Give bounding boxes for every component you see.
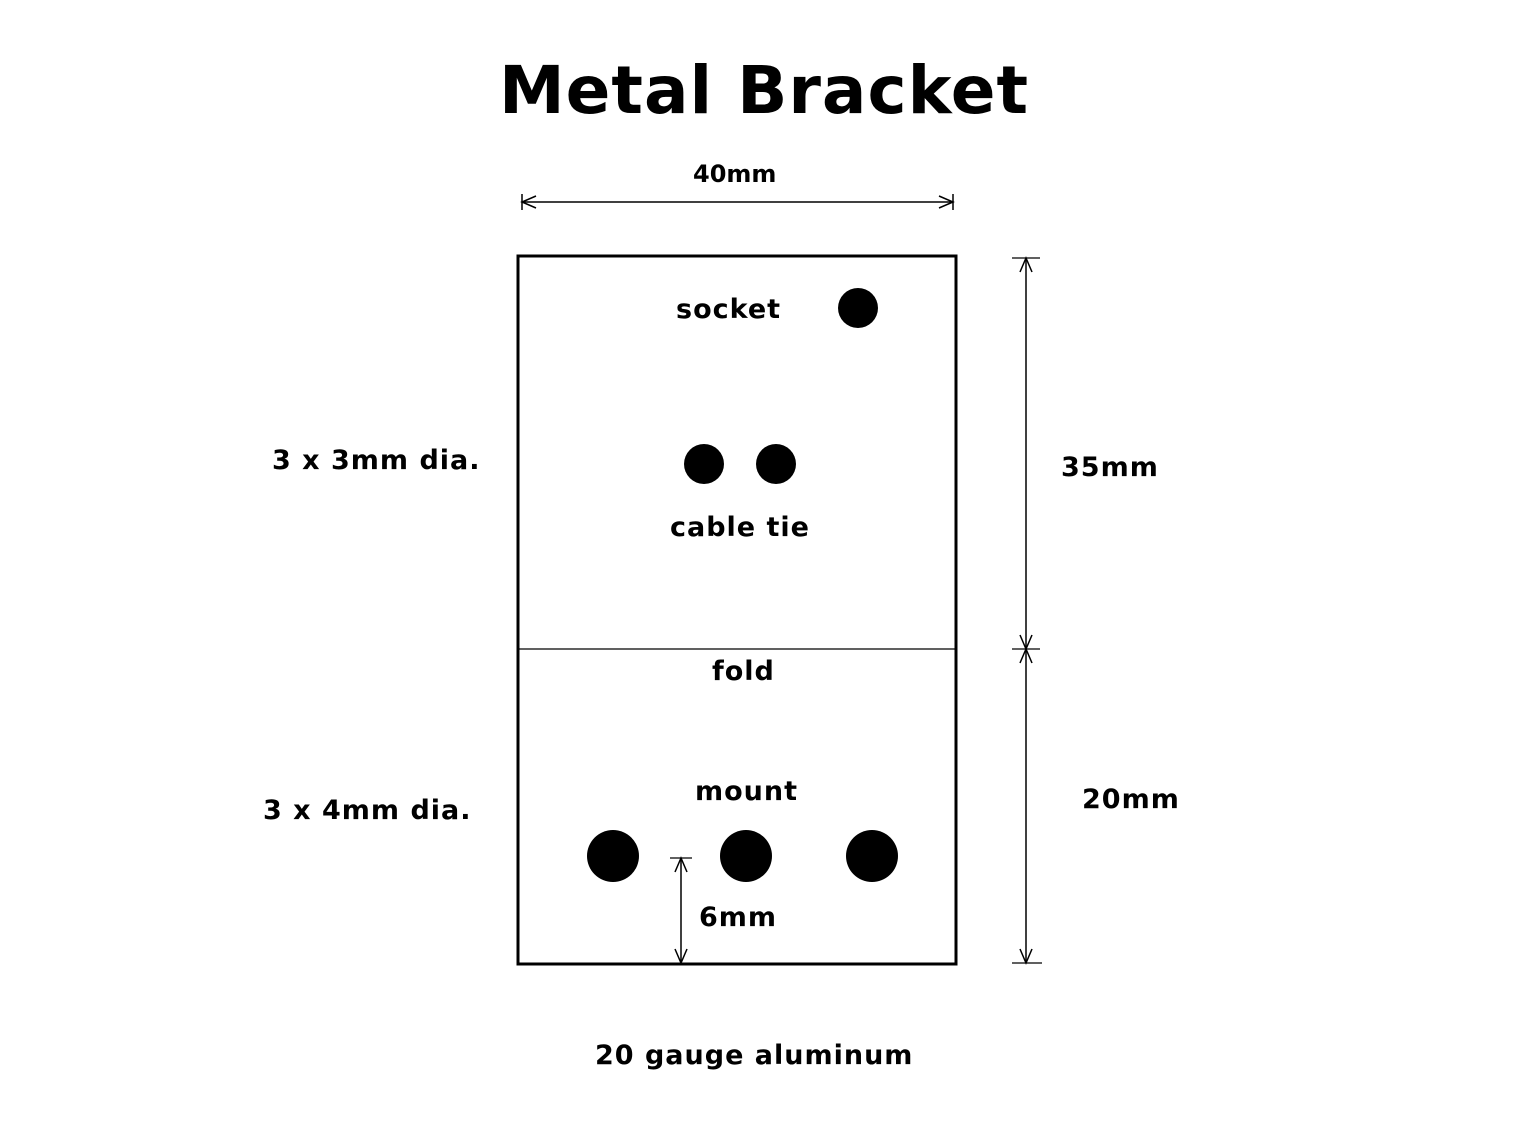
hole-offset-dimension-line (670, 856, 692, 965)
socket-hole (838, 288, 878, 328)
lower-hole-note: 3 x 4mm dia. (263, 795, 472, 826)
socket-label: socket (676, 294, 782, 325)
mount-label: mount (695, 776, 799, 807)
cable-tie-hole-right (756, 444, 796, 484)
hole-offset-dimension-label: 6mm (699, 902, 778, 933)
mount-hole-right (846, 830, 898, 882)
width-dimension-line (520, 194, 955, 210)
upper-hole-note: 3 x 3mm dia. (272, 445, 481, 476)
cable-tie-hole-left (684, 444, 724, 484)
mount-hole-left (587, 830, 639, 882)
mount-hole-center (720, 830, 772, 882)
cable-tie-label: cable tie (670, 512, 810, 543)
upper-height-dimension-label: 35mm (1061, 452, 1159, 483)
material-note: 20 gauge aluminum (595, 1040, 914, 1071)
fold-label: fold (712, 656, 775, 687)
bracket-outline (516, 254, 958, 966)
page-title: Metal Bracket (498, 52, 1030, 129)
upper-height-dimension-line (1012, 256, 1040, 651)
lower-height-dimension-line (1012, 647, 1042, 965)
width-dimension-label: 40mm (693, 160, 777, 188)
lower-height-dimension-label: 20mm (1082, 784, 1180, 815)
